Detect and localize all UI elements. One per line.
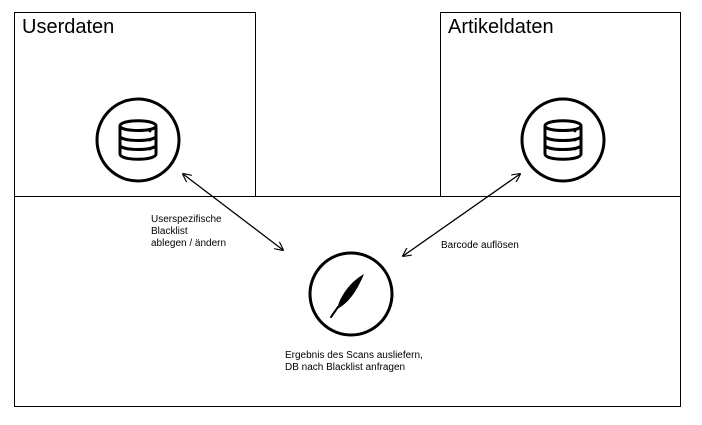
server-caption: Ergebnis des Scans ausliefern, DB nach B… bbox=[285, 350, 423, 373]
server-feather-icon bbox=[308, 251, 394, 337]
articledata-link-arrow bbox=[403, 174, 520, 256]
outer-frame bbox=[14, 196, 681, 407]
articledata-title: Artikeldaten bbox=[448, 16, 554, 38]
articledata-database-icon bbox=[520, 97, 606, 183]
articledata-link-label: Barcode auflösen bbox=[441, 240, 519, 251]
userdata-link-label: Userspezifische Blacklist ablegen / ände… bbox=[151, 214, 227, 249]
userdata-title: Userdaten bbox=[22, 16, 115, 38]
userdata-database-icon bbox=[95, 97, 181, 183]
userdata-link-arrow bbox=[183, 174, 283, 250]
